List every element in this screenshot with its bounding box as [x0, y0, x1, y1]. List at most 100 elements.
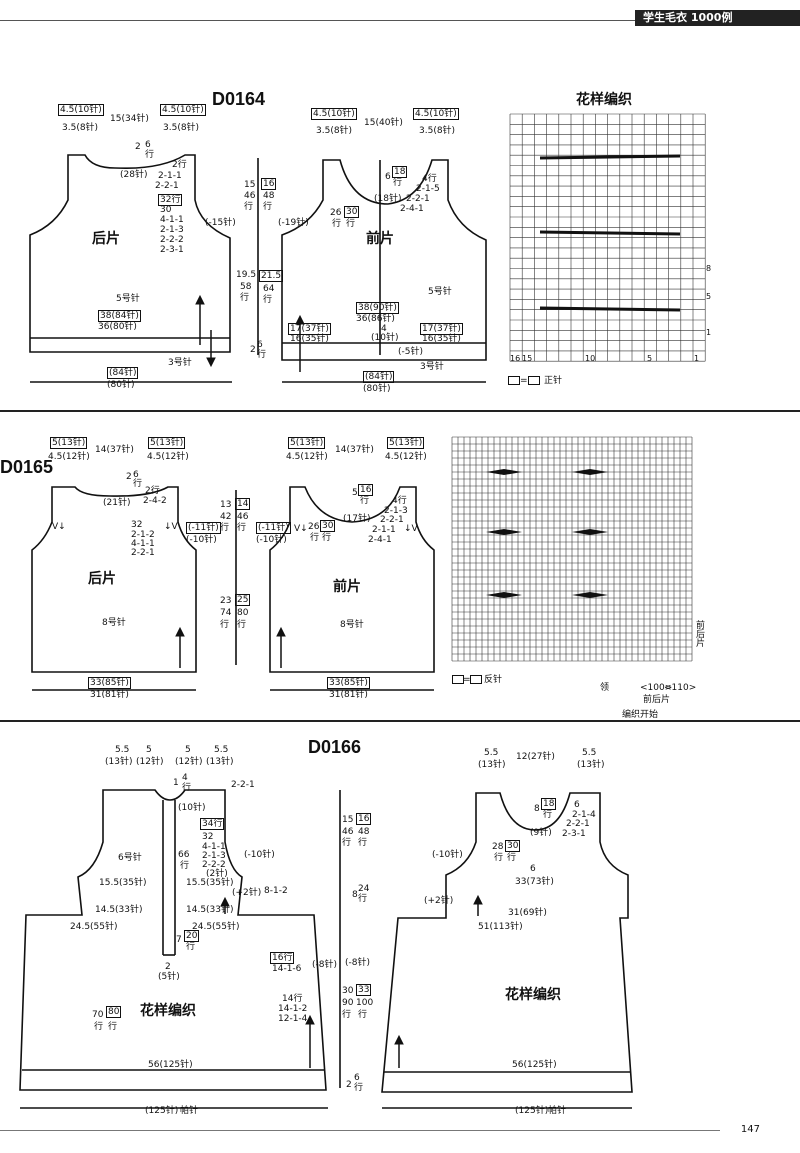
neck-rows: 6	[145, 140, 151, 150]
width-label: 56(125针)	[148, 1060, 193, 1070]
side-decrease: (-10针)	[256, 535, 287, 545]
decrease-marker: ↓V	[404, 524, 418, 534]
height-label: 15	[342, 815, 354, 825]
placket-note: 7	[176, 935, 182, 945]
width-label: 36(80针)	[98, 322, 137, 332]
neck-rows: 4	[182, 773, 188, 783]
armhole-note: 2-1-3	[160, 225, 184, 235]
legend-symbol	[470, 675, 482, 684]
needle-size: 3号针	[420, 362, 444, 372]
neck-note: 4行	[392, 496, 407, 506]
width-label: 38(90针)	[356, 302, 399, 314]
height-label: 14	[235, 498, 251, 510]
chart-row-number: 5	[706, 292, 712, 301]
legend-swatch	[452, 675, 464, 684]
neck-note: 2-1-4	[572, 810, 596, 820]
pattern-code: D0165	[0, 457, 54, 477]
piece-label: 前片	[366, 231, 394, 247]
measure-label: 4.5(10针)	[58, 104, 104, 116]
width-label: (10针)	[371, 333, 399, 343]
height-label: 行	[358, 838, 368, 848]
measure-label: 4.5(12针)	[147, 452, 189, 462]
chart-row-number: 1	[706, 328, 712, 337]
measure-label: 4.5(12针)	[48, 452, 90, 462]
side-rows: 12-1-4	[278, 1014, 308, 1024]
width-label: (+2针)	[424, 896, 454, 906]
armhole-note: 32	[202, 832, 214, 842]
width-label: 14.5(33针)	[95, 905, 143, 915]
legend-label: 正针	[544, 376, 563, 386]
measure-label: 5	[185, 745, 191, 755]
side-rows: 26	[308, 522, 320, 532]
armhole-note: (2针)	[206, 869, 228, 879]
side-rows: 30	[344, 206, 360, 218]
neck-rows: 16	[358, 484, 374, 496]
side-rows: 14-1-6	[272, 964, 302, 974]
height-label: 80	[237, 608, 249, 618]
measure-label: (12针)	[136, 757, 164, 767]
neck-note: 2-4-2	[143, 496, 167, 506]
neck-rows: 6	[385, 172, 391, 182]
height-label: 行	[237, 620, 247, 630]
width-label: 24.5(55针)	[192, 922, 240, 932]
chart-note: 前后片	[643, 695, 671, 705]
armhole-note: 2-2-2	[202, 860, 226, 870]
section-divider	[0, 410, 800, 412]
needle-size: 5号针	[428, 287, 452, 297]
measure-label: 5	[146, 745, 152, 755]
measure-label: 4.5(10针)	[311, 108, 357, 120]
armhole-note: 32行	[158, 194, 183, 206]
height-label: 13	[220, 500, 232, 510]
height-label: 16	[261, 178, 277, 190]
width-label: 17(37针)	[288, 323, 331, 335]
piece-label: 后片	[92, 231, 120, 247]
width-label: 36(86针)	[356, 314, 395, 324]
side-decrease: (-10针)	[244, 850, 275, 860]
side-rows: 行	[332, 219, 342, 229]
height-label: 行	[354, 1083, 364, 1093]
armhole-note: 2-1-2	[131, 530, 155, 540]
height-label: 25	[235, 594, 251, 606]
measure-label: 5(13针)	[50, 437, 88, 449]
needle-size: 8号针	[102, 618, 126, 628]
bottom-label: 帕针	[180, 1106, 199, 1116]
side-decrease: (-19针)	[278, 218, 309, 228]
width-label: (+2针)	[232, 888, 262, 898]
decrease-marker: V↓	[52, 522, 66, 532]
armhole-note: 2-2-2	[160, 235, 184, 245]
pattern-code: D0164	[212, 89, 266, 109]
measure-label: 5(13针)	[288, 437, 326, 449]
neck-note: 2-1-1	[372, 525, 396, 535]
height-label: 行	[220, 620, 230, 630]
rows-label: 70	[92, 1010, 104, 1020]
height-label: 行	[358, 894, 368, 904]
width-label: 56(125针)	[512, 1060, 557, 1070]
side-rows: 14-1-2	[278, 1004, 308, 1014]
width-label: 33(73针)	[515, 877, 554, 887]
piece-label: 后片	[88, 571, 116, 587]
bottom-label: (125针)	[515, 1106, 549, 1116]
height-label: 15	[244, 180, 256, 190]
measure-label: 3.5(8针)	[163, 123, 200, 133]
placket-note: 20	[184, 930, 200, 942]
height-label: 90	[342, 998, 354, 1008]
neck-note: 2-1-5	[416, 184, 440, 194]
header-rule	[0, 20, 640, 21]
height-label: 行	[237, 523, 247, 533]
neck-note: 2-2-1	[380, 515, 404, 525]
neck-note: 2-3-1	[562, 829, 586, 839]
height-label: 2	[250, 345, 256, 355]
height-label: (-8针)	[345, 958, 370, 968]
width-label: 33(85针)	[88, 677, 131, 689]
neck-count: (17针)	[343, 514, 371, 524]
neck-rows: 6	[133, 470, 139, 480]
side-decrease: (-10针)	[186, 535, 217, 545]
armhole-note: 4-1-1	[160, 215, 184, 225]
neck-rows: 行	[360, 496, 370, 506]
section-divider	[0, 720, 800, 722]
neck-note: 6	[574, 800, 580, 810]
width-label: 51(113针)	[478, 922, 523, 932]
width-label: 8-1-2	[264, 886, 288, 896]
measure-label: (13针)	[206, 757, 234, 767]
height-label: 行	[257, 350, 267, 360]
